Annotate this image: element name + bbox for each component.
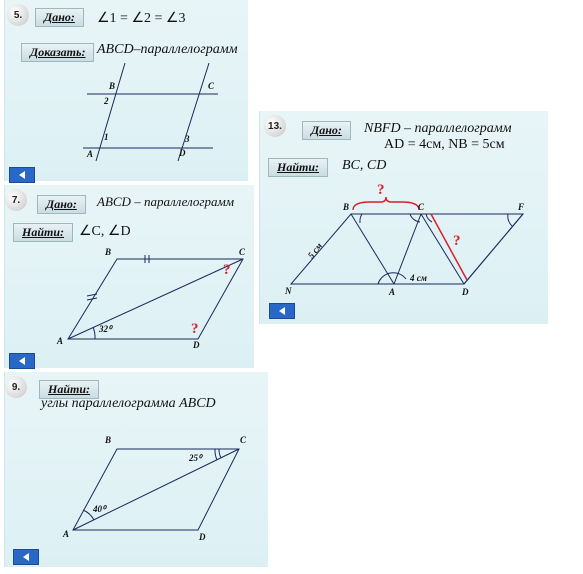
problem-7-diagram: B C A D 32⁰ ? ?: [56, 247, 246, 350]
problem-9-back-button[interactable]: [13, 549, 39, 565]
problem-13-number: 13.: [264, 115, 286, 137]
problem-5-number: 5.: [7, 4, 29, 26]
problem-5-given-label: Дано:: [35, 8, 84, 27]
p13-length-nb: 5 см: [306, 241, 324, 260]
p9-angle-c-label: 25⁰: [188, 453, 203, 463]
problem-5-given-text: ∠1 = ∠2 = ∠3: [97, 11, 186, 26]
p13-brace-bc: [352, 196, 420, 211]
problem-5-prove-label: Доказать:: [21, 43, 95, 62]
p5-point-b: B: [108, 81, 115, 91]
p13-point-f: F: [517, 202, 524, 212]
p7-parallelogram: [67, 258, 244, 340]
back-arrow-icon: [19, 357, 25, 365]
problem-5-panel: 5. Дано: ∠1 = ∠2 = ∠3 Доказать: ABCD–пар…: [4, 0, 248, 183]
p5-point-a: A: [86, 149, 93, 159]
p5-angle-1: 1: [104, 132, 109, 142]
p9-angle-arc-a: [82, 509, 95, 521]
p13-length-ad: 4 см: [409, 273, 427, 283]
p9-point-c: C: [240, 435, 247, 445]
p7-angle-arc-a: [92, 326, 96, 340]
problem-13-find-label: Найти:: [268, 158, 329, 177]
p13-segment-cf: [463, 213, 524, 285]
problem-13-given-label: Дано:: [302, 121, 351, 140]
p9-angle-arc-c-1: [214, 448, 218, 461]
problem-9-diagram: B C A D 25⁰ 40⁰: [62, 435, 247, 542]
p7-point-c: C: [239, 247, 246, 257]
p9-point-b: B: [104, 435, 111, 445]
p9-point-d: D: [198, 532, 206, 542]
back-arrow-icon: [279, 307, 285, 315]
p5-point-d: D: [178, 148, 186, 158]
p5-point-c: C: [208, 81, 215, 91]
p13-angle-arc-f: [507, 213, 513, 227]
problem-7-back-button[interactable]: [9, 353, 35, 369]
problem-9-panel: 9. Найти: углы параллелограмма ABCD B C …: [4, 372, 268, 567]
p13-segment-ac: [393, 213, 422, 285]
back-arrow-icon: [19, 171, 25, 179]
p9-diagonal-ac: [72, 448, 240, 531]
problem-9-number: 9.: [5, 376, 27, 398]
p7-question-c: ?: [223, 262, 231, 278]
p9-parallelogram: [72, 448, 240, 531]
p5-angle-2: 2: [103, 96, 109, 106]
p9-angle-arc-c-2: [218, 448, 222, 459]
p13-question-bc: ?: [377, 182, 385, 198]
problem-7-find-text: ∠C, ∠D: [79, 224, 131, 239]
problem-7-given-text: ABCD – параллелограмм: [97, 194, 235, 209]
p13-angle-arc-c: [409, 213, 421, 223]
problem-13-given-line1: NBFD – параллелограмм: [364, 121, 512, 136]
problem-13-back-button[interactable]: [269, 303, 295, 319]
p5-secant-left: [95, 62, 126, 162]
problem-7-panel: 7. Дано: ABCD – параллелограмм Найти: ∠C…: [4, 185, 254, 369]
p13-bisector-cd: [420, 213, 465, 285]
p13-point-a: A: [388, 287, 395, 297]
back-arrow-icon: [23, 553, 29, 561]
p7-point-b: B: [104, 247, 111, 257]
p13-angle-arc-c2: [425, 213, 433, 223]
problem-7-given-label: Дано:: [37, 195, 86, 214]
problem-5-diagram: B C A D 2 1 3: [83, 62, 218, 162]
p13-bisector-ba: [350, 213, 395, 285]
p13-point-d: D: [461, 287, 469, 297]
problem-5-prove-text: ABCD–параллелограмм: [97, 42, 238, 57]
p13-cd-highlight: [430, 213, 468, 281]
p13-point-n: N: [284, 286, 292, 296]
problem-7-number: 7.: [5, 189, 27, 211]
p7-point-d: D: [192, 340, 200, 350]
problem-9-find-label: Найти:: [39, 380, 100, 399]
p7-question-d: ?: [191, 321, 199, 337]
p7-tick-ab-2: [86, 297, 98, 301]
p5-angle-3: 3: [184, 134, 190, 144]
p9-angle-a-label: 40⁰: [92, 504, 107, 514]
p5-secant-right: [177, 62, 210, 162]
problem-13-find-text: BC, CD: [342, 158, 387, 173]
problem-5-back-button[interactable]: [9, 167, 35, 183]
p7-point-a: A: [56, 336, 63, 346]
problem-13-diagram: B C F N A D 5 см 4 см ? ?: [284, 182, 525, 297]
p13-point-b: B: [342, 202, 349, 212]
p13-angle-arc-a: [377, 272, 407, 285]
problem-7-find-label: Найти:: [13, 223, 74, 242]
p7-angle-a-label: 32⁰: [98, 324, 113, 334]
p7-tick-ab-1: [86, 293, 98, 297]
p9-point-a: A: [62, 529, 69, 539]
p13-question-cd: ?: [453, 233, 461, 249]
p13-angle-arc-b: [359, 213, 363, 224]
problem-13-given-line2: AD = 4см, NB = 5см: [384, 137, 505, 152]
p7-diagonal-ac: [67, 258, 244, 340]
p13-point-c: C: [418, 202, 425, 212]
problem-13-panel: 13. Дано: NBFD – параллелограмм AD = 4см…: [259, 111, 548, 324]
problem-9-find-text: углы параллелограмма ABCD: [41, 396, 216, 411]
